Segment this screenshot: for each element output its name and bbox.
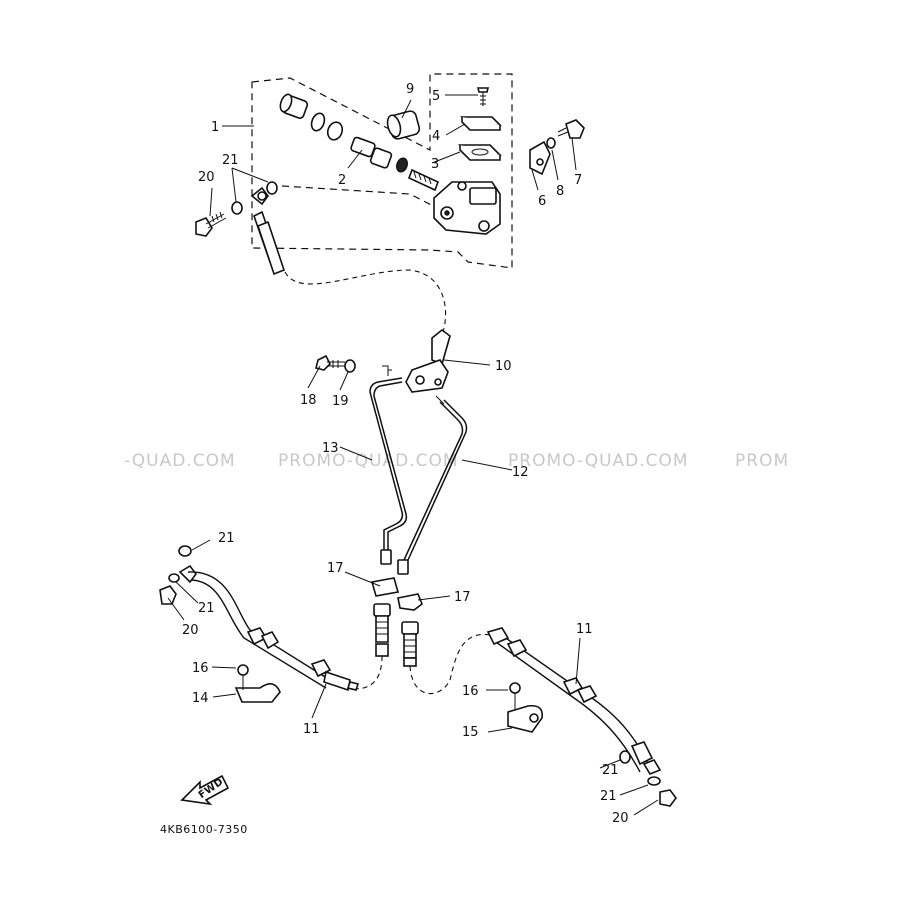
left-brake-hose: [178, 564, 360, 692]
part-21-washer-right-b: [647, 776, 661, 786]
callout-16b: 16: [462, 684, 479, 699]
callout-9: 9: [406, 82, 414, 97]
part-10-brake-joint: [405, 328, 451, 393]
callout-21a: 21: [222, 153, 239, 168]
callout-13: 13: [322, 441, 339, 456]
callout-5: 5: [432, 89, 440, 104]
part-21-washer-right-a: [619, 750, 631, 764]
upper-brake-hose: [250, 186, 447, 341]
leader-lines: [167, 94, 659, 816]
diagram-code: 4KB6100-7350: [160, 823, 248, 836]
callout-16a: 16: [192, 661, 209, 676]
part-9-boot: [386, 110, 421, 140]
callout-21b: 21: [218, 531, 235, 546]
callout-4: 4: [432, 129, 440, 144]
callout-20b: 20: [182, 623, 199, 638]
part-8-washer: [546, 137, 556, 149]
callout-14: 14: [192, 691, 209, 706]
part-17-clip-right: [397, 593, 423, 611]
callout-7: 7: [574, 173, 582, 188]
part-21-washer-left-b: [168, 573, 180, 583]
part-14-hose-holder: [234, 664, 281, 703]
callout-10: 10: [495, 359, 512, 374]
part-12-brake-pipe: [397, 395, 468, 575]
callout-6: 6: [538, 194, 546, 209]
callout-8: 8: [556, 184, 564, 199]
fwd-arrow-icon: FWD: [180, 774, 230, 806]
callout-17a: 17: [327, 561, 344, 576]
part-3-diaphragm: [458, 144, 502, 161]
callout-11a: 11: [303, 722, 320, 737]
part-16-bolt-right: [509, 682, 521, 710]
callout-21d: 21: [602, 763, 619, 778]
watermark-4: PROM: [735, 451, 789, 471]
watermark-3: PROMO-QUAD.COM: [508, 451, 689, 471]
callout-3: 3: [431, 157, 439, 172]
watermark-1: -QUAD.COM: [124, 451, 236, 471]
lower-hose-fitting-left: [349, 603, 391, 690]
callout-17b: 17: [454, 590, 471, 605]
lower-hose-fitting-right: [401, 621, 491, 695]
part-7-bolt: [557, 119, 585, 139]
callout-21e: 21: [600, 789, 617, 804]
part-5-screw: [476, 87, 490, 106]
callout-15: 15: [462, 725, 479, 740]
part-21-washer-left-a: [178, 545, 192, 557]
callout-numbers: 1 2 3 4 5 6 7 8 9 10 11 11 12 13 14 15 1…: [182, 82, 629, 826]
part-15-hose-holder: [507, 704, 544, 733]
part-20-union-bolt-top: [195, 211, 227, 237]
part-1-piston-kit: [279, 93, 440, 192]
part-20-union-bolt-right: [659, 789, 677, 807]
part-21-washer-top-a: [231, 201, 243, 215]
callout-21c: 21: [198, 601, 215, 616]
part-21-washer-top-b: [266, 181, 278, 195]
part-17-clip-left: [370, 577, 400, 597]
part-13-brake-pipe: [369, 365, 408, 565]
part-20-union-bolt-left: [159, 585, 177, 605]
part-19-washer: [344, 359, 356, 373]
part-6-holder: [529, 140, 551, 176]
callout-11b: 11: [576, 622, 593, 637]
master-cylinder-body: [433, 181, 501, 235]
part-4-reservoir-cap: [460, 116, 502, 131]
part-18-bolt: [315, 354, 345, 371]
callout-12: 12: [512, 465, 529, 480]
watermark-2: PROMO-QUAD.COM: [278, 451, 459, 471]
callout-20a: 20: [198, 170, 215, 185]
callout-19: 19: [332, 394, 349, 409]
callout-20c: 20: [612, 811, 629, 826]
callout-2: 2: [338, 173, 346, 188]
callout-1: 1: [211, 120, 219, 135]
callout-18: 18: [300, 393, 317, 408]
right-brake-hose: [486, 627, 662, 775]
